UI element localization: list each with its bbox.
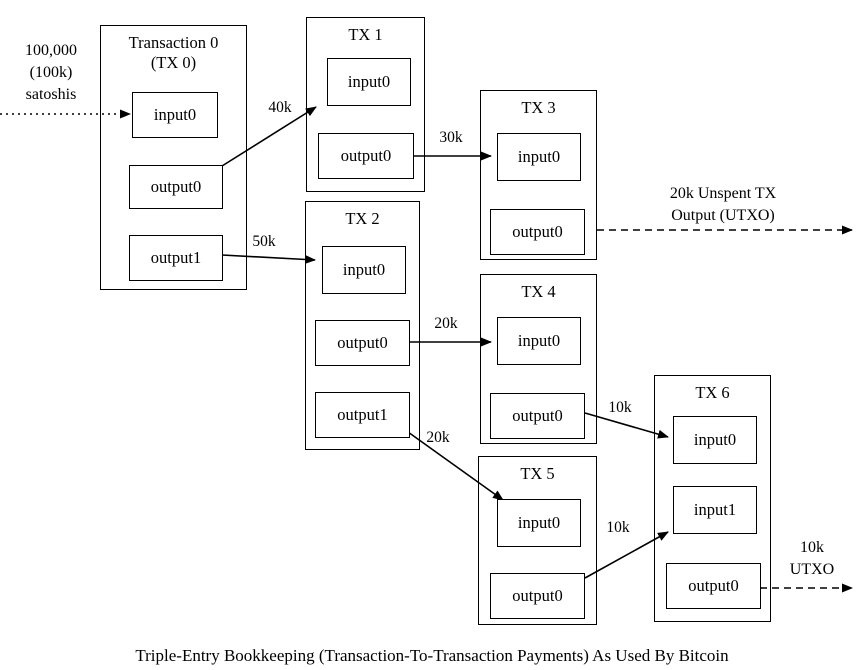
edge-label-50k: 50k	[252, 233, 276, 250]
tx6-input1[interactable]: input1	[673, 486, 757, 534]
tx3-output0[interactable]: output0	[490, 209, 585, 255]
transaction-box-tx4[interactable]: TX 4 input0 output0	[480, 274, 597, 444]
tx3-input0[interactable]: input0	[497, 133, 581, 181]
tx0-output0[interactable]: output0	[129, 165, 223, 209]
tx2-output1[interactable]: output1	[315, 392, 410, 438]
tx5-output0[interactable]: output0	[490, 573, 585, 619]
tx0-input0[interactable]: input0	[132, 92, 218, 138]
tx4-output0[interactable]: output0	[490, 393, 585, 439]
figure-caption: Triple-Entry Bookkeeping (Transaction-To…	[135, 646, 729, 665]
edge-label-20k-tx4: 20k	[434, 315, 458, 332]
edge-label-10k-tx6-input1: 10k	[606, 519, 630, 536]
edge-label-20k-tx5: 20k	[426, 429, 450, 446]
tx0-title: Transaction 0 (TX 0)	[128, 33, 219, 72]
tx1-title: TX 1	[348, 25, 383, 44]
transaction-box-tx0[interactable]: Transaction 0 (TX 0) input0 output0 outp…	[100, 25, 247, 290]
tx6-title: TX 6	[695, 383, 730, 402]
tx2-output0[interactable]: output0	[315, 320, 410, 366]
tx1-input0[interactable]: input0	[327, 58, 411, 106]
transaction-box-tx6[interactable]: TX 6 input0 input1 output0	[654, 375, 771, 622]
transaction-box-tx5[interactable]: TX 5 input0 output0	[478, 456, 597, 625]
transaction-box-tx1[interactable]: TX 1 input0 output0	[306, 17, 425, 192]
tx4-title: TX 4	[521, 282, 556, 301]
tx5-input0[interactable]: input0	[497, 499, 581, 547]
transaction-box-tx3[interactable]: TX 3 input0 output0	[480, 90, 597, 260]
transaction-box-tx2[interactable]: TX 2 input0 output0 output1	[305, 201, 420, 450]
tx1-output0[interactable]: output0	[318, 133, 414, 179]
tx0-output1[interactable]: output1	[129, 235, 223, 281]
utxo-label-20k: 20k Unspent TX Output (UTXO)	[669, 185, 777, 224]
edge-label-10k-tx6-input0: 10k	[608, 399, 632, 416]
tx2-input0[interactable]: input0	[322, 246, 406, 294]
source-amount-label: 100,000 (100k) satoshis	[25, 42, 77, 103]
edge-label-30k: 30k	[439, 129, 463, 146]
tx6-output0[interactable]: output0	[666, 563, 761, 609]
utxo-label-10k: 10k UTXO	[789, 539, 835, 578]
tx5-title: TX 5	[520, 464, 555, 483]
tx6-input0[interactable]: input0	[673, 416, 757, 464]
tx3-title: TX 3	[521, 98, 556, 117]
tx2-title: TX 2	[345, 209, 380, 228]
tx4-input0[interactable]: input0	[497, 317, 581, 365]
edge-label-40k: 40k	[268, 99, 292, 116]
